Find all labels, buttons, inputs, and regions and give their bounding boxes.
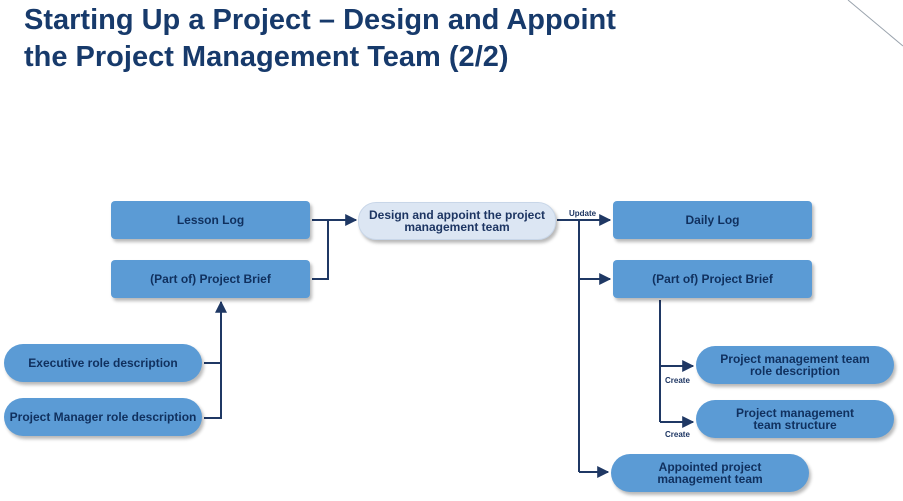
node-label: Lesson Log xyxy=(176,213,245,227)
node-lesson-log: Lesson Log xyxy=(111,201,310,239)
page-title: Starting Up a Project – Design and Appoi… xyxy=(24,2,784,76)
node-team-role-description: Project management team role description xyxy=(696,346,894,384)
node-label: Project management team structure xyxy=(735,406,855,432)
node-daily-log: Daily Log xyxy=(613,201,812,239)
node-executive-role: Executive role description xyxy=(4,344,202,382)
edge-brief-activity xyxy=(312,220,329,280)
node-label: Daily Log xyxy=(685,213,740,227)
node-label: Executive role description xyxy=(28,356,178,370)
edge-label-update: Update xyxy=(569,209,597,218)
node-appointed-team: Appointed project management team xyxy=(611,454,809,492)
node-label: (Part of) Project Brief xyxy=(652,272,773,286)
title-line-1: Starting Up a Project – Design and Appoi… xyxy=(24,4,616,36)
node-team-structure: Project management team structure xyxy=(696,400,894,438)
edge-pm-bus xyxy=(204,300,227,419)
node-project-brief-output: (Part of) Project Brief xyxy=(613,260,812,298)
node-label: Appointed project management team xyxy=(657,460,763,486)
title-line-2: the Project Management Team (2/2) xyxy=(24,41,509,73)
node-label: (Part of) Project Brief xyxy=(150,272,271,286)
node-project-brief-input: (Part of) Project Brief xyxy=(111,260,310,298)
edge-label-create: Create xyxy=(665,430,690,439)
node-label: Project Manager role description xyxy=(9,410,197,424)
edge-label-create: Create xyxy=(665,376,690,385)
node-label: Design and appoint the project managemen… xyxy=(368,208,545,234)
node-activity: Design and appoint the project managemen… xyxy=(358,202,556,240)
node-label: Project management team role description xyxy=(720,352,870,378)
node-pm-role: Project Manager role description xyxy=(4,398,202,436)
